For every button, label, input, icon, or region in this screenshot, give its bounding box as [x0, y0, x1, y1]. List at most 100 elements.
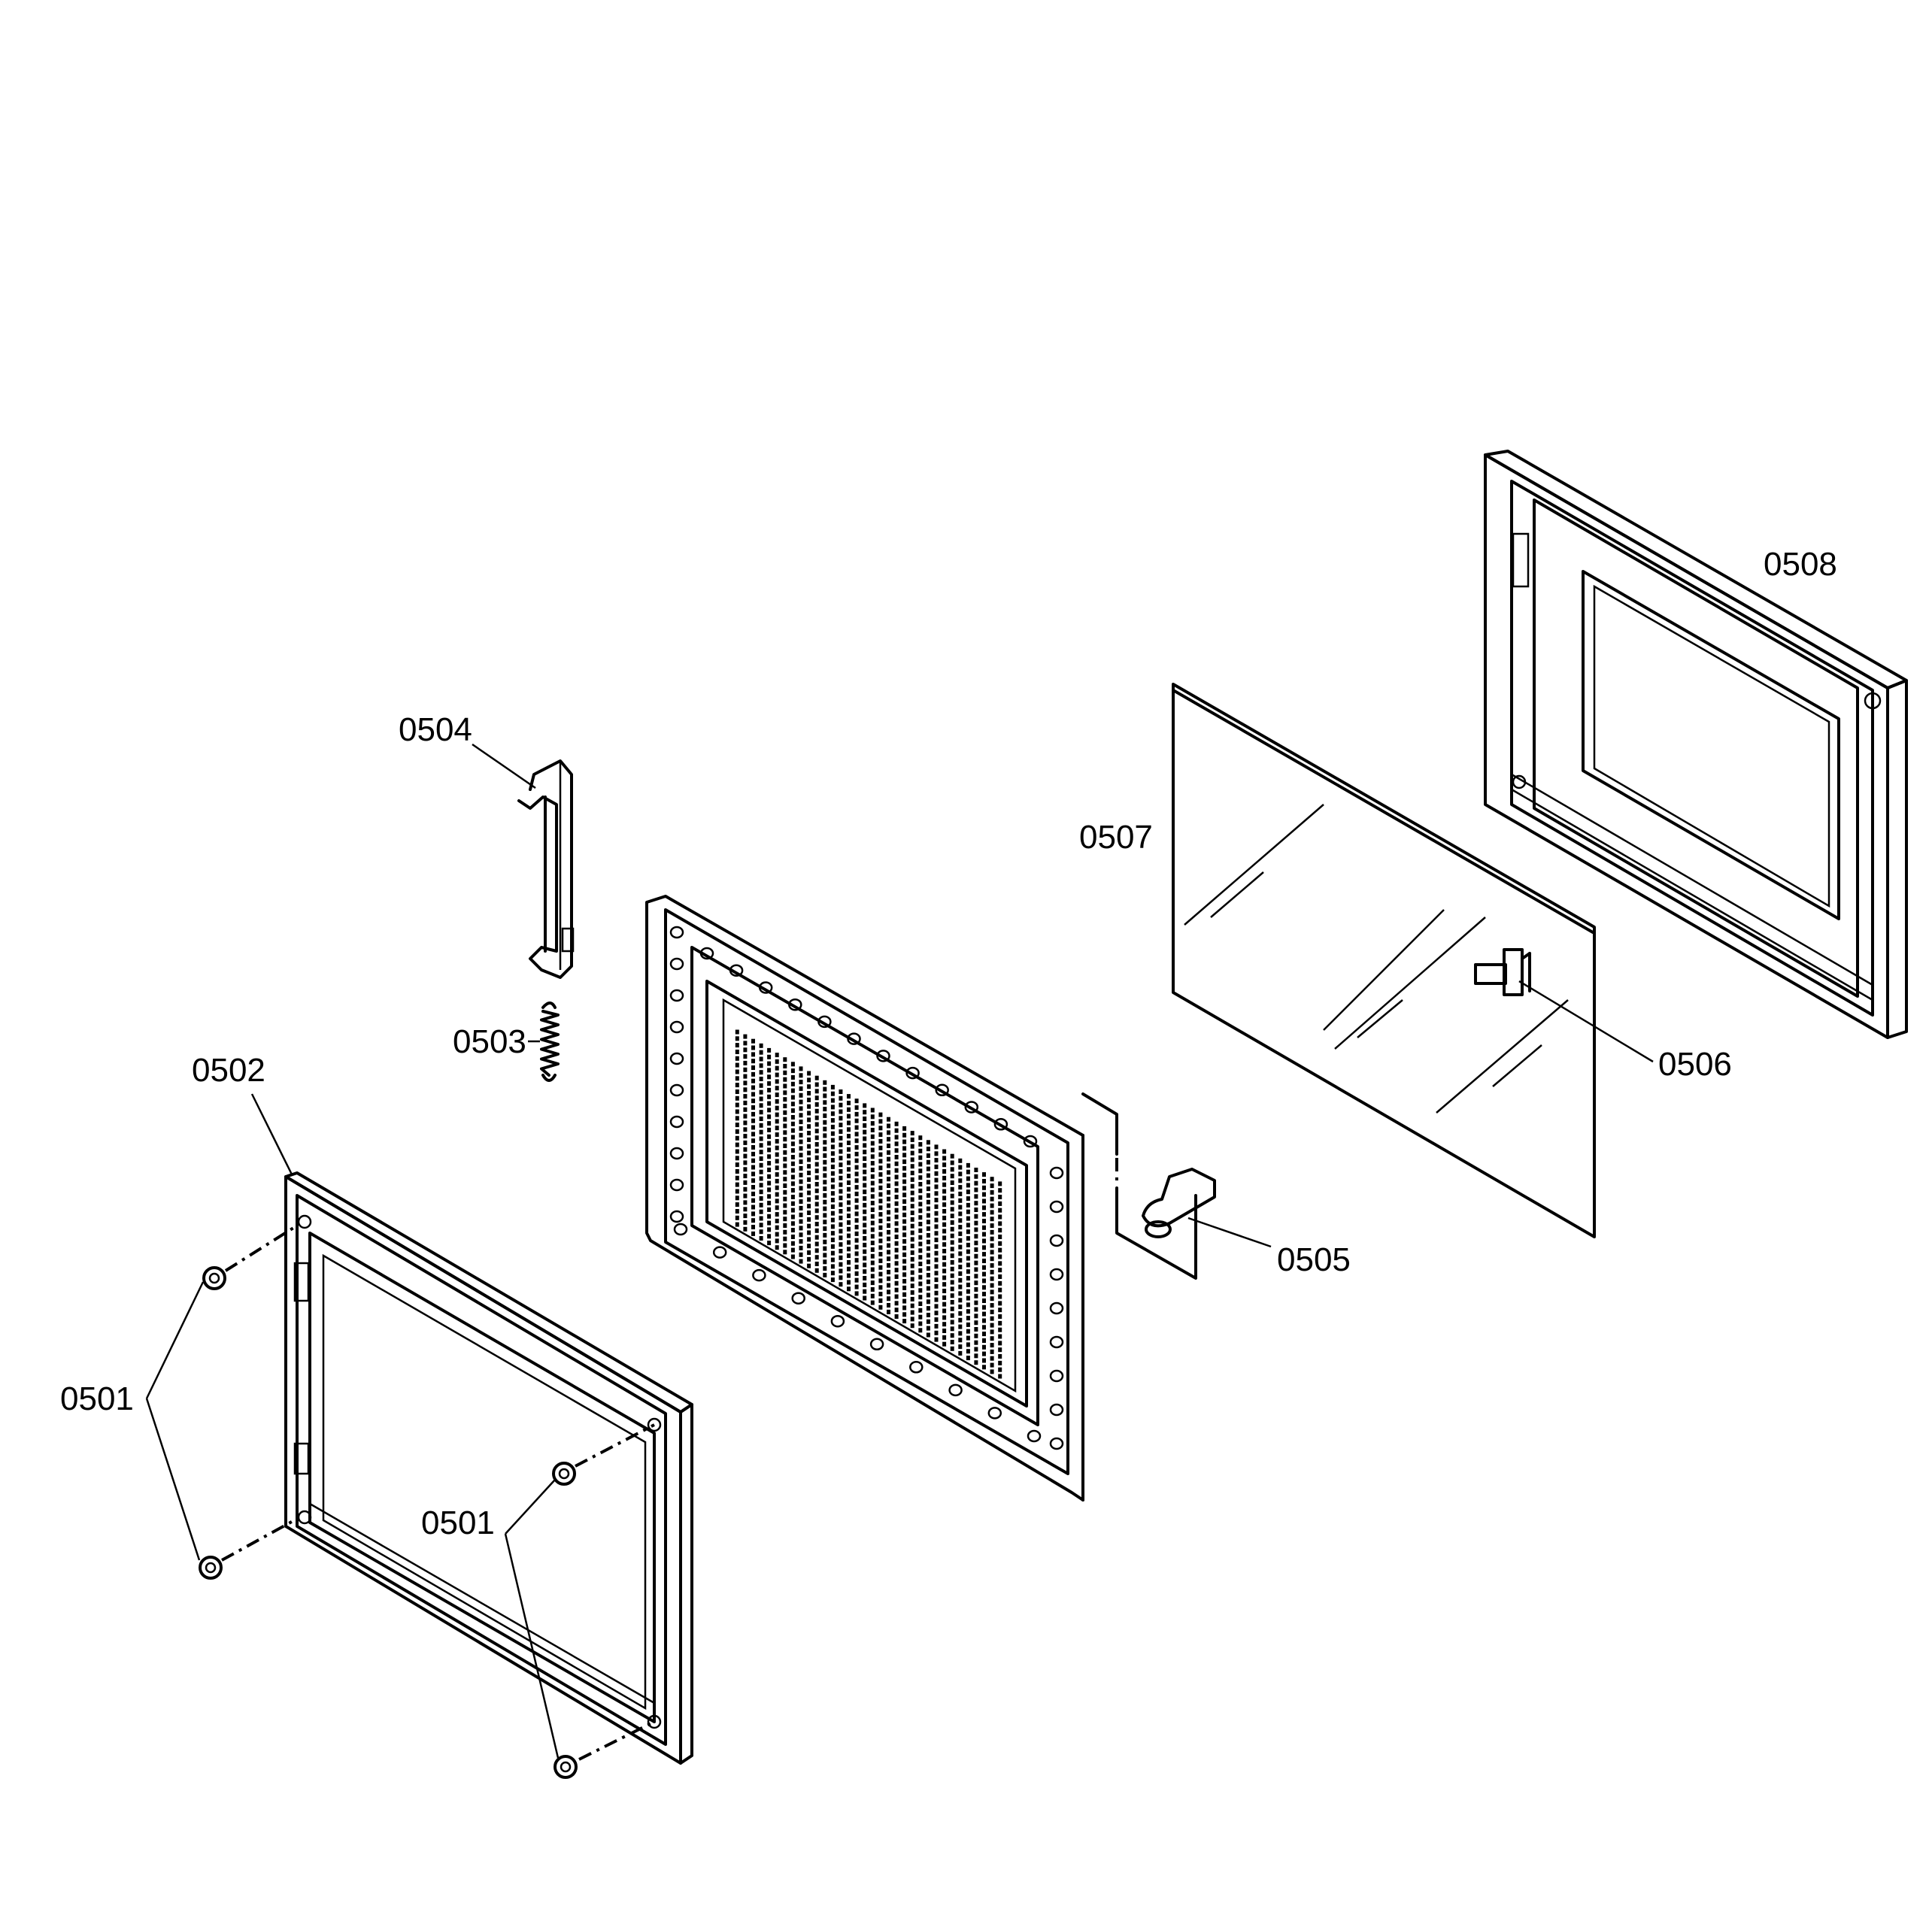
mesh-hole	[790, 1247, 795, 1253]
mesh-hole	[926, 1326, 930, 1331]
mesh-hole	[894, 1254, 899, 1259]
mesh-hole	[807, 1084, 811, 1089]
mesh-hole	[814, 1148, 819, 1153]
mesh-hole	[926, 1166, 930, 1171]
mesh-hole	[799, 1132, 803, 1138]
mesh-hole	[775, 1218, 779, 1223]
mesh-hole	[783, 1156, 787, 1162]
mesh-hole	[926, 1299, 930, 1305]
mesh-hole	[854, 1218, 859, 1223]
mesh-hole	[910, 1164, 914, 1169]
mesh-hole	[751, 1178, 755, 1183]
mesh-hole	[910, 1190, 914, 1195]
edge-clip	[935, 1083, 949, 1097]
mesh-hole	[887, 1196, 890, 1201]
edge-clip	[1049, 1166, 1064, 1180]
mesh-hole	[735, 1116, 739, 1121]
mesh-hole	[998, 1214, 1002, 1220]
mesh-hole	[982, 1271, 986, 1277]
mesh-hole	[894, 1208, 899, 1213]
mesh-hole	[966, 1269, 970, 1274]
mesh-hole	[918, 1215, 923, 1220]
label-0507: 0507	[1079, 819, 1153, 856]
mesh-hole	[783, 1189, 787, 1195]
mesh-hole	[743, 1167, 748, 1172]
mesh-hole	[751, 1118, 755, 1123]
mesh-hole	[839, 1149, 843, 1154]
label-0506: 0506	[1658, 1046, 1732, 1083]
mesh-hole	[830, 1138, 835, 1143]
mesh-hole	[998, 1181, 1002, 1186]
mesh-hole	[918, 1208, 923, 1214]
mesh-hole	[990, 1217, 994, 1222]
mesh-hole	[823, 1253, 827, 1258]
mesh-hole	[799, 1153, 803, 1158]
mesh-hole	[950, 1340, 954, 1344]
label-0501-right: 0501	[421, 1504, 495, 1541]
mesh-hole	[799, 1066, 803, 1071]
mesh-hole	[950, 1260, 954, 1265]
mesh-hole	[807, 1183, 811, 1189]
mesh-hole	[894, 1174, 899, 1180]
mesh-hole	[839, 1222, 843, 1227]
mesh-hole	[926, 1206, 930, 1211]
mesh-hole	[878, 1126, 883, 1131]
mesh-hole	[958, 1178, 963, 1183]
mesh-hole	[982, 1298, 986, 1303]
mesh-hole	[894, 1181, 899, 1186]
mesh-hole	[878, 1245, 883, 1250]
mesh-hole	[799, 1099, 803, 1105]
mesh-hole	[958, 1251, 963, 1256]
mesh-hole	[894, 1287, 899, 1292]
mesh-hole	[990, 1236, 994, 1241]
mesh-hole	[767, 1127, 772, 1132]
edge-clip	[669, 1083, 684, 1097]
mesh-hole	[934, 1198, 939, 1203]
mesh-hole	[887, 1217, 890, 1222]
mesh-hole	[887, 1144, 890, 1148]
mesh-hole	[918, 1281, 923, 1286]
mesh-hole	[926, 1259, 930, 1265]
mesh-hole	[854, 1151, 859, 1156]
mesh-hole	[799, 1232, 803, 1238]
mesh-hole	[870, 1267, 875, 1272]
mesh-hole	[966, 1316, 970, 1321]
mesh-hole	[950, 1207, 954, 1212]
mesh-hole	[814, 1248, 819, 1253]
mesh-hole	[998, 1374, 1002, 1379]
mesh-hole	[830, 1198, 835, 1203]
mesh-hole	[998, 1360, 1002, 1365]
mesh-hole	[887, 1130, 890, 1135]
mesh-hole	[775, 1065, 779, 1071]
mesh-hole	[942, 1189, 947, 1194]
mesh-hole	[767, 1161, 772, 1166]
mesh-hole	[870, 1201, 875, 1206]
mesh-hole	[966, 1295, 970, 1301]
mesh-hole	[887, 1289, 890, 1295]
mesh-hole	[894, 1280, 899, 1286]
mesh-hole	[759, 1156, 763, 1161]
mesh-hole	[759, 1110, 763, 1115]
mesh-hole	[982, 1219, 986, 1223]
mesh-hole	[966, 1342, 970, 1347]
mesh-hole	[998, 1195, 1002, 1199]
mesh-hole	[982, 1238, 986, 1244]
mesh-hole	[814, 1129, 819, 1134]
mesh-hole	[902, 1226, 907, 1231]
edge-clip	[830, 1314, 845, 1328]
mesh-hole	[854, 1265, 859, 1270]
mesh-hole	[854, 1132, 859, 1137]
mesh-hole	[887, 1263, 890, 1268]
mesh-hole	[823, 1153, 827, 1158]
mesh-hole	[767, 1141, 772, 1146]
mesh-hole	[966, 1335, 970, 1341]
mesh-hole	[958, 1331, 963, 1336]
mesh-hole	[894, 1155, 899, 1159]
mesh-hole	[807, 1250, 811, 1255]
mesh-hole	[887, 1250, 890, 1255]
mesh-hole	[982, 1338, 986, 1343]
mesh-hole	[966, 1183, 970, 1188]
mesh-hole	[942, 1341, 947, 1347]
mesh-hole	[807, 1237, 811, 1242]
mesh-hole	[807, 1230, 811, 1235]
